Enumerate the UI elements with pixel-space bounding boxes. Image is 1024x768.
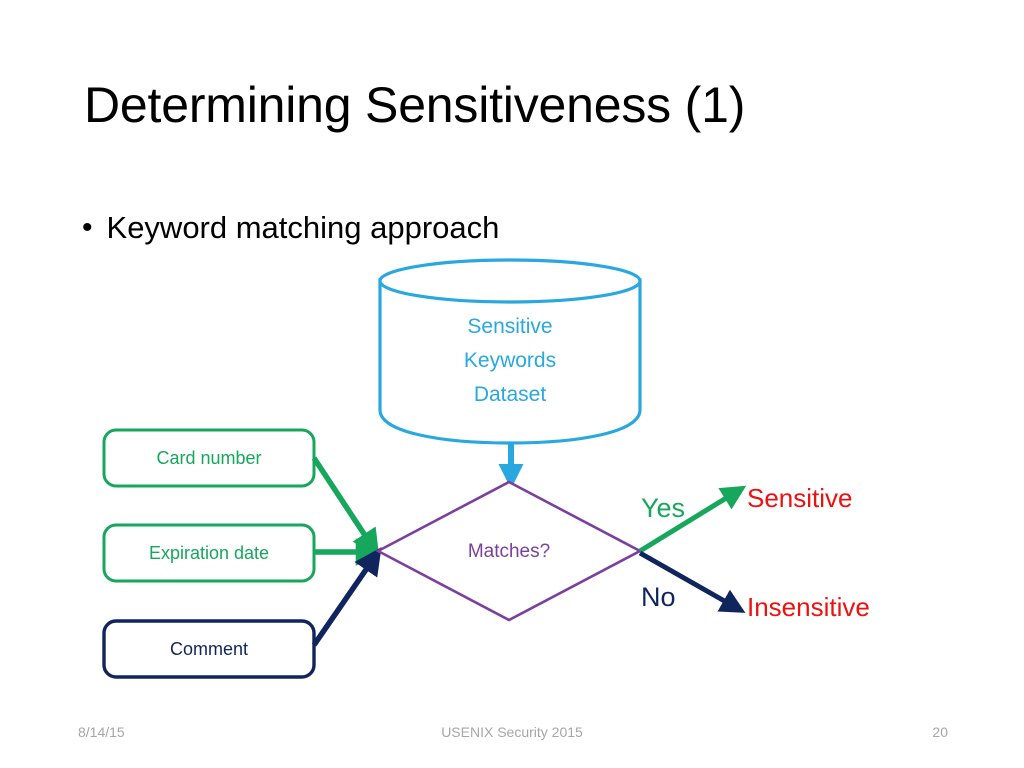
edge-comment-to-decision bbox=[311, 547, 382, 647]
database-label-line-2: Keywords bbox=[463, 349, 557, 372]
decision-label: Matches? bbox=[467, 541, 551, 562]
footer-date: 8/14/15 bbox=[78, 724, 125, 740]
bullet-marker-icon: • bbox=[82, 211, 93, 244]
branch-label-no: No bbox=[641, 582, 676, 612]
edge-card-number-to-decision bbox=[311, 456, 380, 558]
input-label-expiration-date: Expiration date bbox=[148, 543, 270, 563]
outcome-label-insensitive: Insensitive bbox=[747, 592, 870, 622]
input-label-card-number: Card number bbox=[156, 448, 262, 468]
branch-label-yes: Yes bbox=[641, 493, 686, 523]
footer-page-number: 20 bbox=[932, 724, 948, 740]
input-label-comment: Comment bbox=[169, 639, 249, 659]
database-cylinder-shape bbox=[378, 258, 642, 445]
slide-footer: 8/14/15 USENIX Security 2015 20 bbox=[0, 722, 1024, 742]
edge-yes-to-sensitive bbox=[638, 485, 747, 554]
footer-conference: USENIX Security 2015 bbox=[441, 724, 583, 740]
database-label: Sensitive Keywords Dataset bbox=[395, 310, 625, 412]
input-box-comment bbox=[102, 619, 316, 679]
bullet-label: Keyword matching approach bbox=[106, 210, 500, 245]
outcome-label-sensitive: Sensitive bbox=[747, 483, 853, 513]
database-label-line-3: Dataset bbox=[473, 383, 547, 406]
bullet-item: • Keyword matching approach bbox=[82, 206, 499, 250]
decision-diamond-shape bbox=[375, 480, 643, 622]
database-label-line-1: Sensitive bbox=[467, 315, 553, 338]
edge-no-to-insensitive bbox=[638, 550, 746, 613]
page-title: Determining Sensitiveness (1) bbox=[84, 77, 746, 133]
